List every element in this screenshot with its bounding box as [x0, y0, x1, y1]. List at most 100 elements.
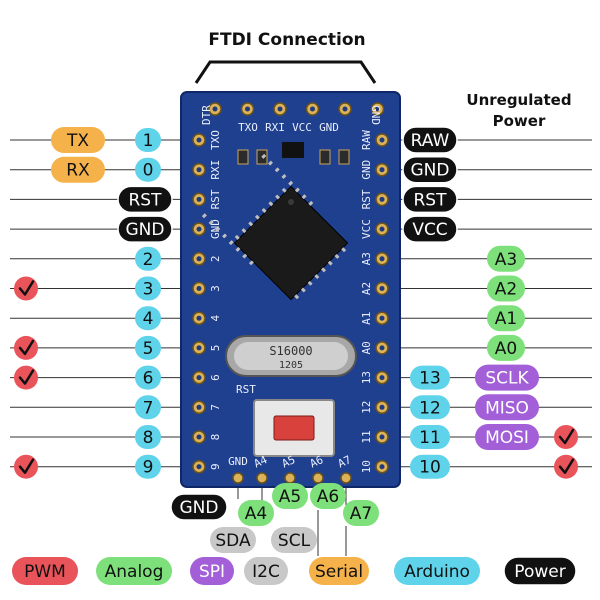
left-pin-number-bg — [135, 128, 161, 152]
ftdi-silk-label: TXO — [238, 121, 258, 134]
bottom-pad — [284, 472, 296, 484]
voltage-regulator — [282, 142, 304, 158]
left-pin-number-bg — [135, 276, 161, 301]
i2c-sda-label: SDA — [210, 527, 256, 553]
bottom-pin-label: A5 — [272, 483, 308, 509]
legend-item-analog: Analog — [96, 557, 172, 585]
left-silk-label: RST — [209, 189, 222, 209]
crystal-text-2: 1205 — [279, 360, 303, 371]
left-pwm-check — [14, 454, 38, 479]
i2c-scl-label-bg — [271, 527, 317, 553]
bottom-pin-label-bg — [272, 483, 308, 509]
right-pin-number: 10 — [410, 454, 450, 479]
right-pin-label-text: MISO — [485, 398, 529, 418]
reset-button[interactable] — [273, 415, 315, 441]
left-pin-number-text: 2 — [143, 250, 154, 270]
bottom-pad — [256, 472, 268, 484]
left-pin-func-bg — [117, 215, 173, 243]
bottom-pin-label-text: A5 — [279, 487, 301, 507]
right-silk-label: RAW — [360, 130, 373, 150]
legend-item-power-bg — [503, 556, 577, 586]
right-silk-label: A3 — [360, 252, 373, 265]
left-pin-number-text: 4 — [143, 309, 154, 329]
left-pin-number-bg — [135, 454, 161, 479]
ftdi-title: FTDI Connection — [208, 30, 365, 50]
ftdi-silk-label: VCC — [292, 121, 312, 134]
right-pin-label: MOSI — [475, 424, 539, 450]
right-pin-label-bg — [402, 185, 458, 214]
left-pin-func-bg — [51, 127, 105, 153]
right-pin-label: A3 — [487, 245, 525, 272]
smd-component — [319, 149, 331, 165]
right-pin-label-bg — [487, 334, 525, 361]
left-pin-func-bg — [51, 156, 105, 183]
left-pin-number: 9 — [135, 454, 161, 479]
right-pin-number-bg — [410, 395, 450, 420]
left-silk-label: TXO — [209, 130, 222, 150]
left-pin-func-text: RX — [66, 161, 90, 181]
smd-component — [237, 149, 249, 165]
ftdi-silk-label: GND — [319, 121, 339, 134]
bottom-silk-label: GND — [228, 455, 248, 468]
left-pin-number: 1 — [135, 128, 161, 152]
right-silk-label: VCC — [360, 219, 373, 239]
right-silk-label: 13 — [360, 371, 373, 384]
left-pin-func-text: RST — [129, 190, 163, 210]
left-pin-number-text: 1 — [143, 131, 154, 151]
left-pwm-check — [14, 276, 38, 301]
right-pin-label: A2 — [487, 275, 525, 302]
right-pin-label-text: A0 — [495, 339, 517, 359]
right-pin-label-bg — [475, 364, 539, 391]
legend-item-i2c-bg — [244, 557, 288, 585]
legend-item-pwm: PWM — [12, 557, 78, 585]
right-pwm-check — [554, 425, 578, 449]
legend-item-arduino-bg — [394, 557, 480, 585]
left-pwm-check — [14, 335, 38, 360]
right-pin-label: SCLK — [475, 364, 539, 391]
smd-component — [338, 149, 350, 165]
ftdi-bracket — [194, 60, 377, 84]
right-pwm-check — [554, 454, 578, 479]
bottom-pin-label: A6 — [310, 483, 346, 509]
right-pin-number-text: 12 — [419, 398, 441, 418]
right-pin-number-bg — [410, 425, 450, 449]
i2c-sda-label-text: SDA — [215, 531, 251, 551]
left-pin-number-bg — [135, 395, 161, 420]
legend-item-spi-text: SPI — [199, 562, 225, 582]
left-pin-number-text: 7 — [143, 398, 154, 418]
bottom-silk-label: A7 — [336, 453, 354, 470]
bottom-pad — [312, 472, 324, 484]
bottom-silk-label: A4 — [252, 453, 270, 471]
left-silk-label: 7 — [209, 404, 222, 411]
right-pin-number-bg — [410, 365, 450, 390]
right-pin-label-text: A2 — [495, 280, 517, 300]
reset-silk-label: RST — [236, 383, 256, 396]
left-pin-number-bg — [135, 425, 161, 449]
legend-item-analog-bg — [96, 557, 172, 585]
right-pin-label: GND — [402, 155, 458, 184]
legend-item-arduino: Arduino — [394, 557, 480, 585]
right-pin-label-bg — [487, 305, 525, 332]
left-pin-number-bg — [135, 157, 161, 182]
unregulated-power-line1: Unregulated — [466, 91, 571, 109]
i2c-scl-label-text: SCL — [278, 531, 311, 551]
left-silk-label: 8 — [209, 434, 222, 441]
left-pin-func-text: TX — [66, 131, 89, 151]
bottom-silk-label: A5 — [280, 453, 298, 470]
right-pin-label: RST — [402, 185, 458, 214]
right-pin-label-bg — [402, 155, 458, 184]
left-pin-number-text: 9 — [143, 458, 154, 478]
left-silk-label: GND — [209, 219, 222, 239]
left-pin-number: 2 — [135, 246, 161, 271]
left-pin-func: TX — [51, 127, 105, 153]
bottom-pin-label-bg — [170, 493, 228, 521]
bottom-pin-label: A7 — [343, 500, 379, 526]
right-pin-label-bg — [487, 275, 525, 302]
right-pin-label: RAW — [402, 126, 458, 154]
left-pwm-check — [14, 365, 38, 390]
right-silk-label: A2 — [360, 282, 373, 295]
bottom-pin-label-text: A6 — [317, 487, 339, 507]
left-silk-label: 6 — [209, 374, 222, 381]
